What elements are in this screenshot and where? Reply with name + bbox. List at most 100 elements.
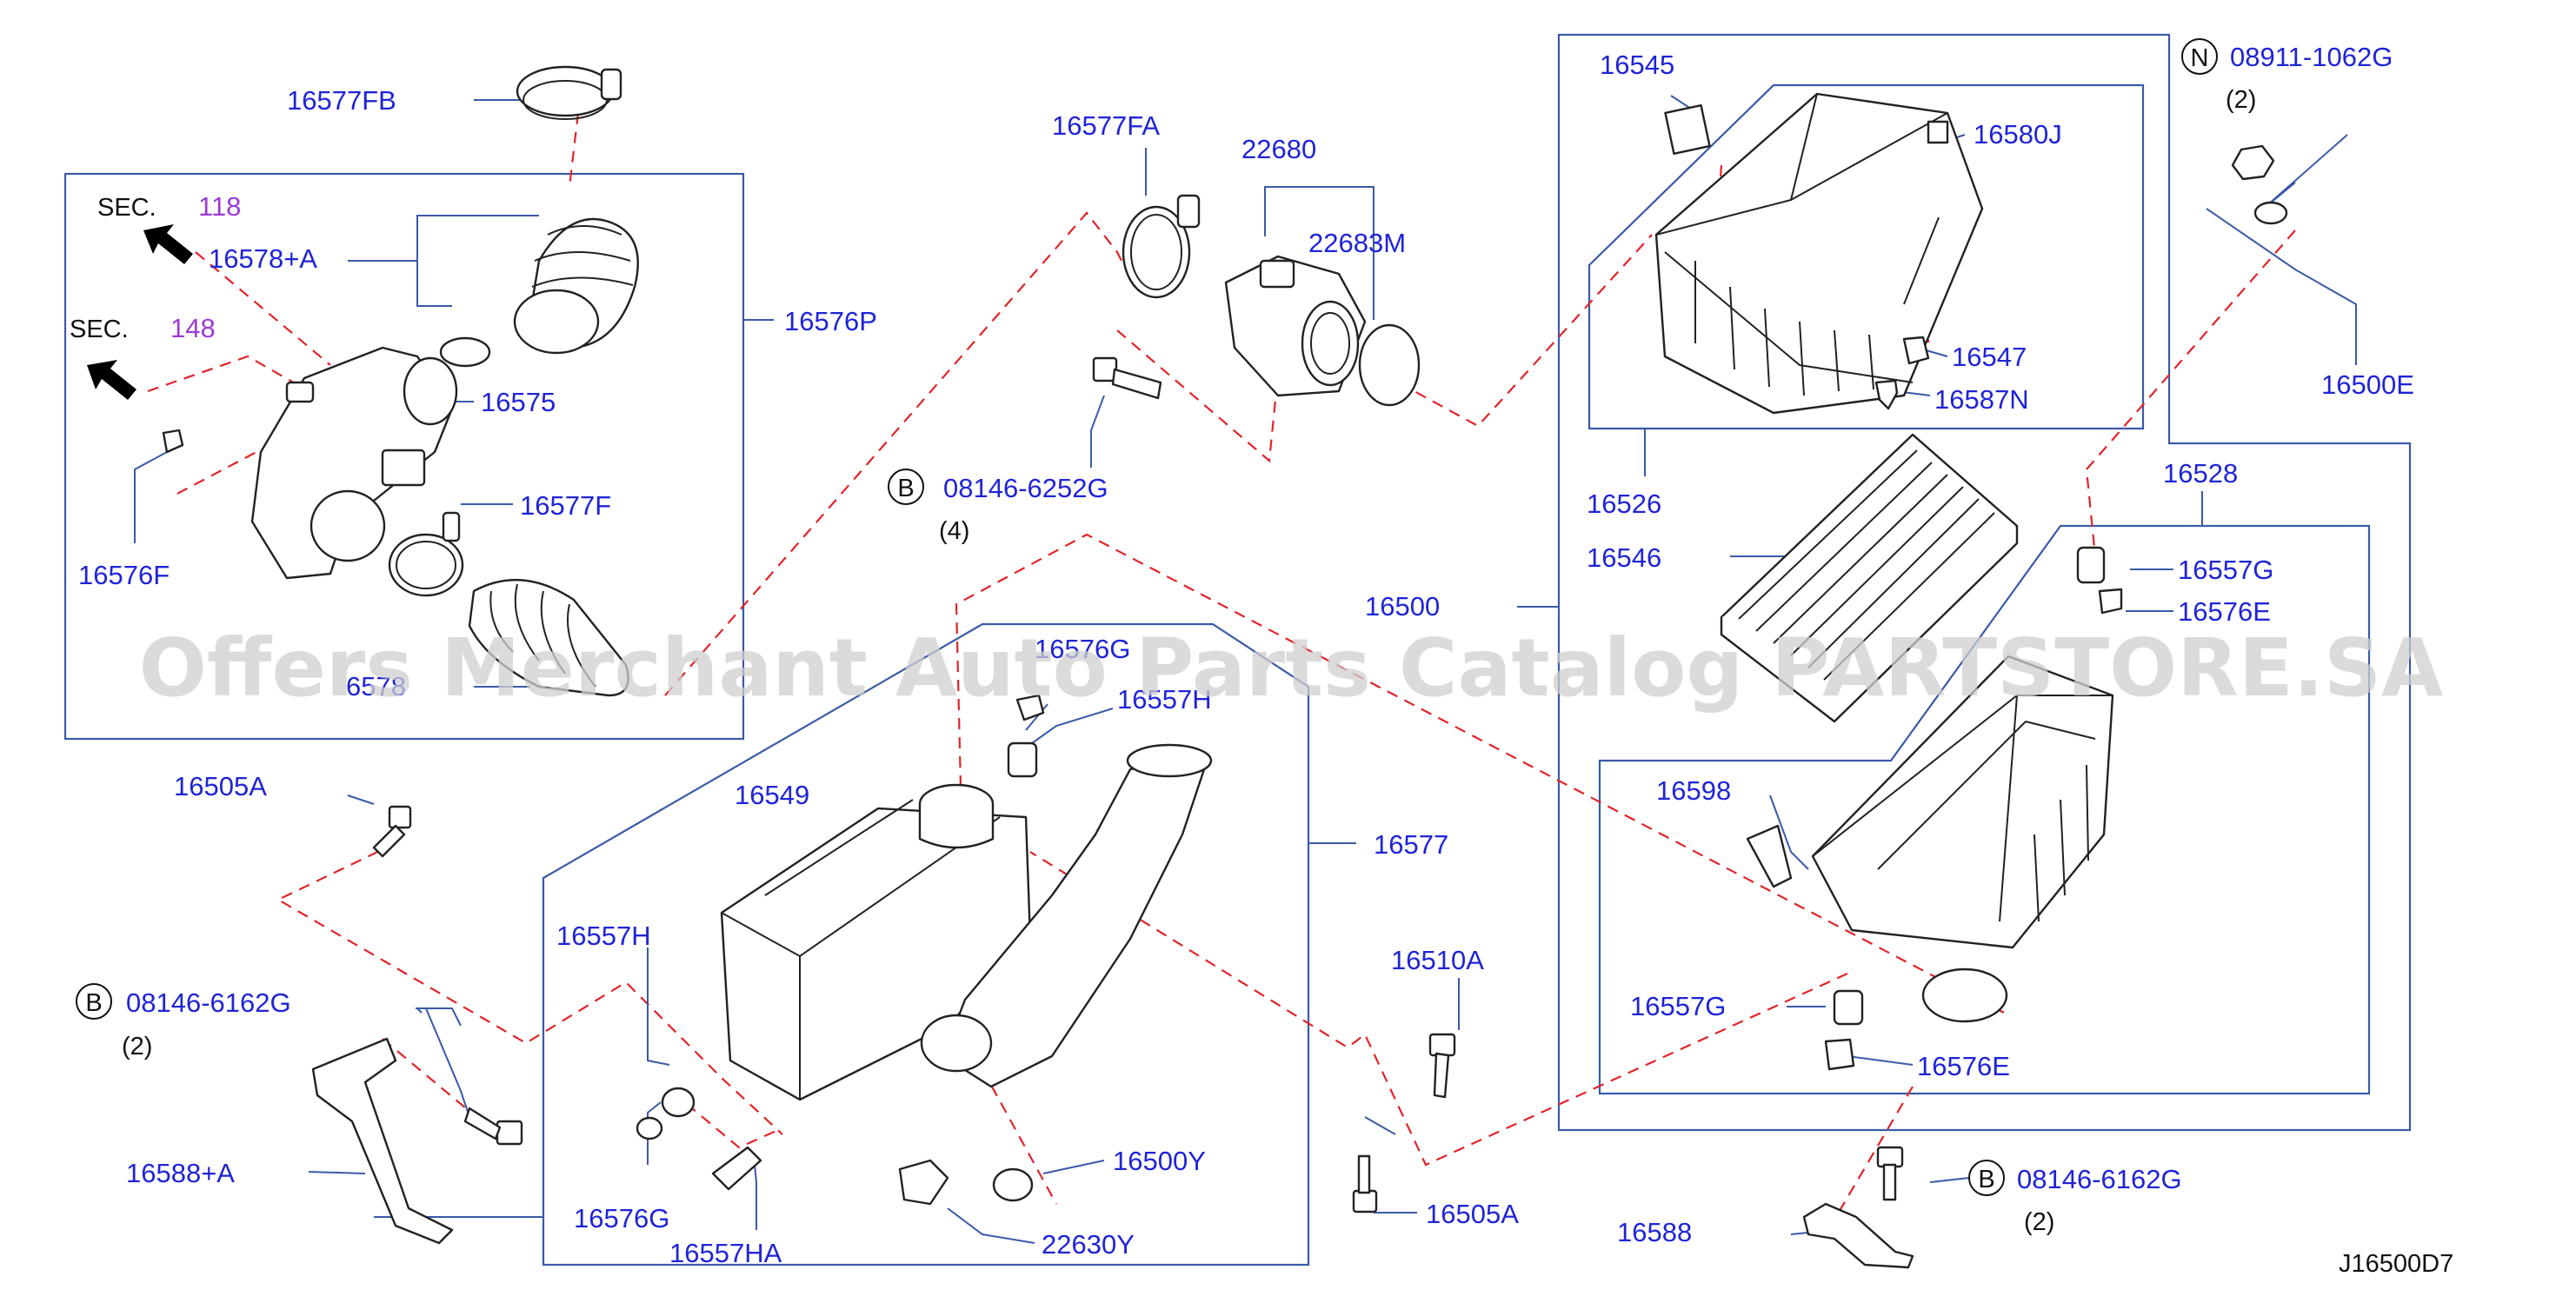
label-16547: 16547 — [1952, 342, 2027, 372]
svg-text:B: B — [897, 475, 914, 502]
watermark: Offers Merchant Auto Parts Catalog PARTS… — [139, 622, 2444, 715]
label-22680: 22680 — [1241, 134, 1316, 164]
clamp-16577F — [388, 336, 491, 597]
dash-path-6 — [1381, 234, 1653, 428]
svg-text:B: B — [85, 989, 102, 1017]
label-16545: 16545 — [1600, 50, 1674, 80]
nut-08911-1062G — [2231, 144, 2275, 181]
label-16500E: 16500E — [2321, 369, 2414, 400]
washer-16500E — [2253, 201, 2288, 225]
diagram-code: J16500D7 — [2339, 1250, 2453, 1278]
dash-path-10 — [2085, 229, 2296, 557]
label-6578: 6578 — [346, 671, 406, 702]
clip-16576F — [162, 429, 184, 454]
label-16557G-upper: 16557G — [2178, 555, 2273, 585]
label-16576F: 16576F — [78, 560, 170, 590]
dash-path-7 — [1715, 164, 1723, 231]
label-16587N: 16587N — [1934, 384, 2029, 415]
qty-08146-6252G: (4) — [939, 517, 969, 545]
bracket-16598 — [1746, 824, 1793, 888]
body-16528 — [1811, 655, 2114, 1023]
bolt-08146-6162G-right — [1876, 1146, 1904, 1201]
sec-arrow-148 — [87, 360, 136, 400]
sec-arrow-118 — [143, 224, 193, 264]
clip-16500Y — [992, 1167, 1034, 1202]
svg-text:B: B — [1978, 1166, 1994, 1194]
label-16557H-top: 16557H — [1117, 684, 1212, 715]
label-16588A: 16588+A — [126, 1158, 235, 1188]
frame-16528 — [1598, 524, 2371, 1095]
label-16526: 16526 — [1587, 489, 1661, 519]
label-16557H: 16557H — [556, 921, 651, 951]
marker-n-1062G: N — [2181, 38, 2218, 75]
label-16577: 16577 — [1374, 829, 1448, 860]
clamp-16577FA — [1122, 194, 1201, 299]
grommet-16557H — [661, 1087, 696, 1118]
qty-08911-1062G: (2) — [2226, 86, 2256, 114]
label-22683M: 22683M — [1308, 228, 1406, 258]
gasket-22683M — [1358, 323, 1421, 407]
label-16510A: 16510A — [1391, 945, 1484, 975]
duct-16577 — [920, 743, 1213, 1088]
sec-prefix-148: SEC. — [70, 316, 129, 343]
label-08146-6162G-left: 08146-6162G — [126, 987, 291, 1018]
label-16546: 16546 — [1587, 542, 1661, 573]
clip-16576E-upper — [2098, 588, 2123, 615]
sec-number-148: 148 — [170, 313, 216, 343]
label-16576E-upper: 16576E — [2178, 596, 2271, 627]
label-16580J: 16580J — [1974, 119, 2062, 150]
bracket-16588A — [311, 1037, 454, 1245]
clip-16576E-lower — [1824, 1038, 1855, 1071]
label-16500Y: 16500Y — [1113, 1146, 1206, 1176]
frame-16577 — [542, 622, 1310, 1267]
label-16577F: 16577F — [520, 490, 611, 521]
dash-path-15 — [982, 1068, 1057, 1205]
dash-path-1 — [568, 112, 580, 188]
sensor-22630Y — [898, 1159, 949, 1206]
leader-lines — [134, 95, 2357, 1244]
seal-16580J — [1927, 120, 1949, 144]
clip-16587N — [1874, 379, 1899, 410]
clip-16576G-top — [1015, 694, 1045, 721]
maf-sensor-22680 — [1224, 255, 1367, 397]
filter-element-16546 — [1720, 433, 2019, 723]
label-08146-6162G-right: 08146-6162G — [2017, 1164, 2182, 1194]
label-16575: 16575 — [481, 387, 556, 417]
label-16577FA: 16577FA — [1052, 110, 1160, 141]
dash-path-2 — [195, 251, 331, 366]
sec-prefix-118: SEC. — [97, 194, 156, 222]
hose-6578 — [468, 578, 629, 697]
label-16505A: 16505A — [1426, 1199, 1519, 1229]
label-16557HA: 16557HA — [669, 1238, 782, 1268]
duct-16578A — [513, 217, 639, 355]
label-16577FB: 16577FB — [287, 85, 396, 116]
label-16576P: 16576P — [784, 306, 877, 336]
bracket-16588 — [1802, 1202, 1914, 1269]
frame-16500 — [1557, 33, 2412, 1132]
grommet-16557HA — [711, 1146, 762, 1191]
qty-08146-6162G-right: (2) — [2024, 1208, 2054, 1236]
label-16549: 16549 — [735, 780, 809, 810]
clip-16576G — [636, 1116, 663, 1140]
label-16505A-left: 16505A — [174, 771, 267, 801]
cover-16526 — [1654, 92, 1984, 415]
label-16598: 16598 — [1656, 775, 1731, 806]
grommet-16557G-upper — [2076, 546, 2106, 584]
label-16576G-top: 16576G — [1035, 634, 1130, 664]
grommet-16557G-lower — [1833, 989, 1864, 1026]
qty-08146-6162G-left: (2) — [122, 1033, 152, 1061]
label-16500: 16500 — [1365, 591, 1440, 622]
resonator-16549 — [720, 783, 1032, 1101]
marker-b-6162G-left: B — [76, 983, 112, 1020]
sec-number-118: 118 — [198, 191, 241, 222]
bolt-16510A — [1428, 1033, 1456, 1099]
label-16557G-lower: 16557G — [1630, 991, 1726, 1021]
bolt-08146-6252G — [1092, 356, 1162, 400]
dash-path-16 — [686, 1103, 779, 1149]
dash-path-9 — [955, 533, 2005, 1014]
label-16576E-lower: 16576E — [1917, 1051, 2010, 1081]
bolt-08146-6162G-left — [463, 1107, 523, 1146]
marker-b-6252G: B — [888, 469, 924, 505]
dash-path-11 — [1029, 851, 1848, 1167]
